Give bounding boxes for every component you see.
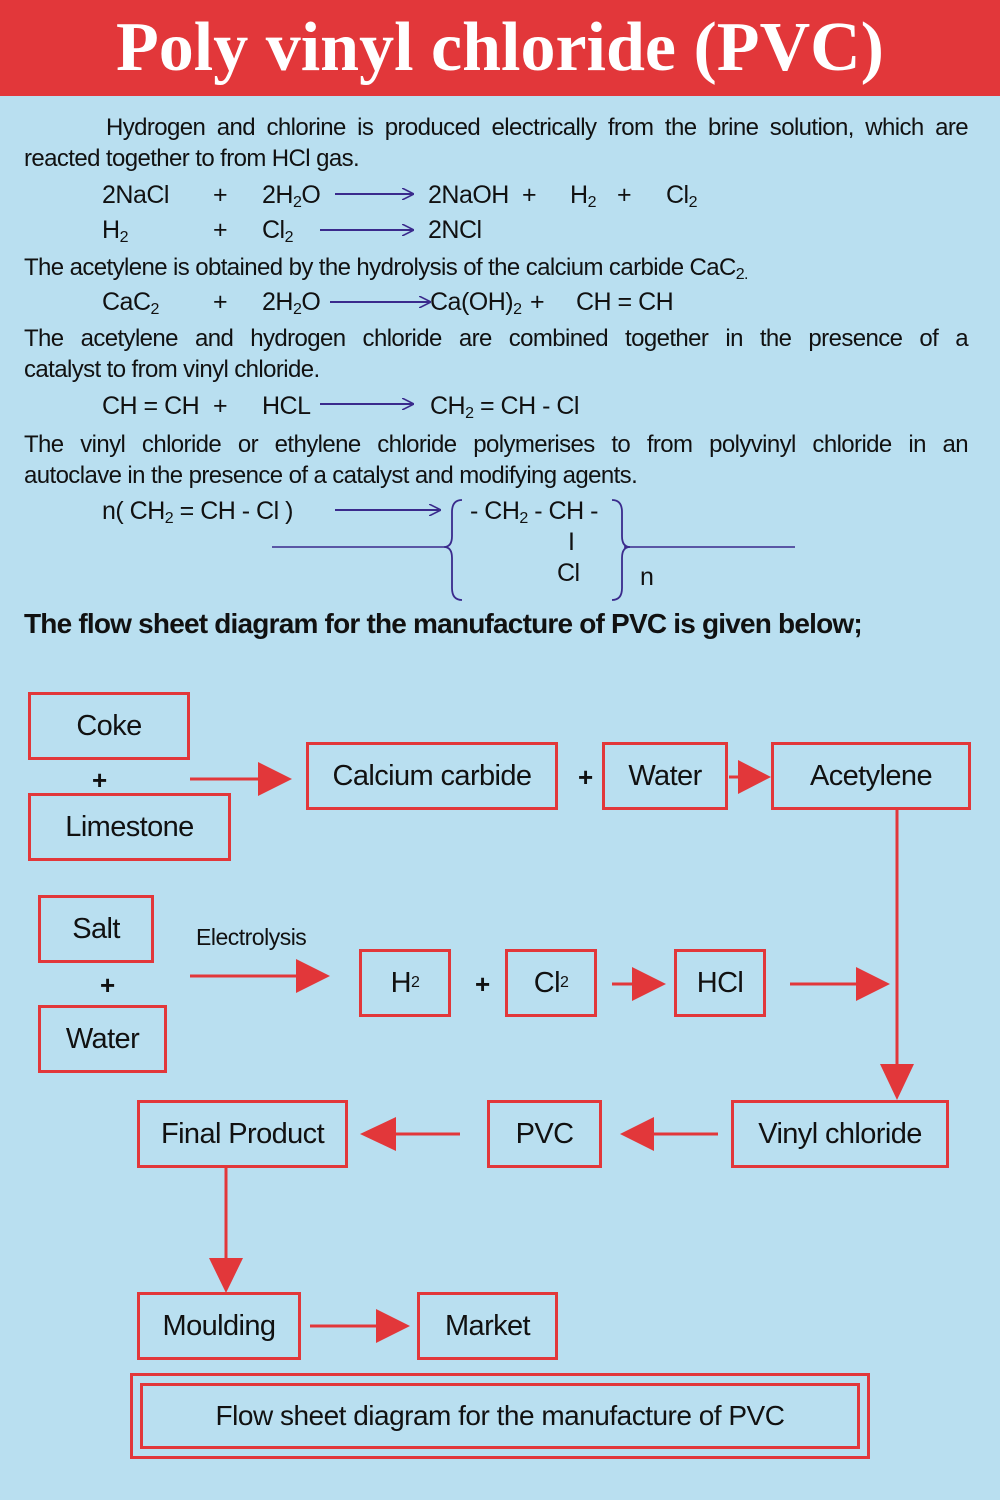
label-electrolysis: Electrolysis [196,924,307,950]
flow-heading: The flow sheet diagram for the manufactu… [24,608,863,639]
eq3-product-1: Ca(OH)2 [430,288,522,318]
page-title: Poly vinyl chloride (PVC) [116,9,884,86]
eq4-reactant-1: CH = CH [102,392,200,420]
arrow-acetylene-to-vinyl-chloride [880,810,914,1100]
eq4-product: CH2 = CH - Cl [430,392,579,422]
eq5-repeat-unit: - CH2 - CH - [470,497,598,527]
arrow-pvc-to-final-product [360,1117,460,1151]
box-water-2: Water [38,1005,167,1073]
polymer-bracket-left [443,499,463,601]
eq2-reactant-2: Cl2 [262,216,294,246]
box-water-1: Water [602,742,728,810]
eq1-plus-2: + [522,181,537,209]
eq2-plus-1: + [213,216,228,244]
arrow-final-product-to-moulding [209,1168,243,1293]
equation-arrows [272,0,795,601]
box-salt: Salt [38,895,154,963]
eq5-chlorine: Cl [557,559,580,587]
paragraph-3-line-1: The acetylene and hydrogen chloride are … [24,325,969,352]
arrow-vinyl-chloride-to-pvc [620,1117,718,1151]
eq1-product-1: 2NaOH [428,181,509,209]
eq1-plus-1: + [213,181,228,209]
eq3-reactant-2: 2H2O [262,288,321,318]
box-coke: Coke [28,692,190,760]
eq4-plus-1: + [213,392,228,420]
plus-coke-limestone: + [92,765,108,795]
paragraph-4-line-1: The vinyl chloride or ethylene chloride … [24,431,969,458]
eq3-plus-1: + [213,288,228,316]
polymer-bracket-right [611,499,631,601]
box-acetylene: Acetylene [771,742,971,810]
caption-text: Flow sheet diagram for the manufacture o… [140,1383,860,1449]
arrow-cl2-to-hcl [612,967,666,1001]
arrow-water-to-acetylene [729,760,771,794]
plus-salt-water: + [100,970,116,1000]
paragraph-3-line-2: catalyst to from vinyl chloride. [24,356,320,383]
arrow-hcl-to-vinyl-chloride [790,967,890,1001]
caption-frame: Flow sheet diagram for the manufacture o… [130,1373,870,1459]
eq5-subscript-n: n [640,563,654,591]
arrow-electrolysis [190,959,330,993]
paragraph-1-line-2: reacted together to from HCl gas. [24,145,360,172]
eq2-product: 2NCl [428,216,482,244]
paragraph-4-line-2: autoclave in the presence of a catalyst … [24,462,638,489]
title-banner [0,0,1000,96]
box-limestone: Limestone [28,793,231,861]
plus-carbide-water: + [578,762,594,792]
paragraph-1-line-1: Hydrogen and chlorine is produced electr… [106,114,969,141]
arrow-moulding-to-market [310,1309,410,1343]
paragraph-2: The acetylene is obtained by the hydroly… [24,254,748,283]
eq3-reactant-1: CaC2 [102,288,159,318]
eq2-reactant-1: H2 [102,216,128,246]
box-calcium-carbide: Calcium carbide [306,742,558,810]
eq5-monomer: n( CH2 = CH - Cl ) [102,497,293,527]
eq5-bond: I [568,528,575,556]
eq1-reactant-2: 2H2O [262,181,321,211]
eq1-product-2: H2 [570,181,596,211]
box-vinyl-chloride: Vinyl chloride [731,1100,949,1168]
eq3-plus-2: + [530,288,545,316]
box-pvc: PVC [487,1100,602,1168]
eq4-reactant-2: HCL [262,392,311,420]
eq1-product-3: Cl2 [666,181,698,211]
box-hcl: HCl [674,949,766,1017]
arrow-coke-to-calcium-carbide [190,762,292,796]
eq1-reactant-1: 2NaCl [102,181,169,209]
box-market: Market [417,1292,558,1360]
eq1-plus-3: + [617,181,632,209]
eq3-product-2: CH = CH [576,288,674,316]
plus-h2-cl2: + [475,969,491,999]
box-moulding: Moulding [137,1292,301,1360]
box-final-product: Final Product [137,1100,348,1168]
